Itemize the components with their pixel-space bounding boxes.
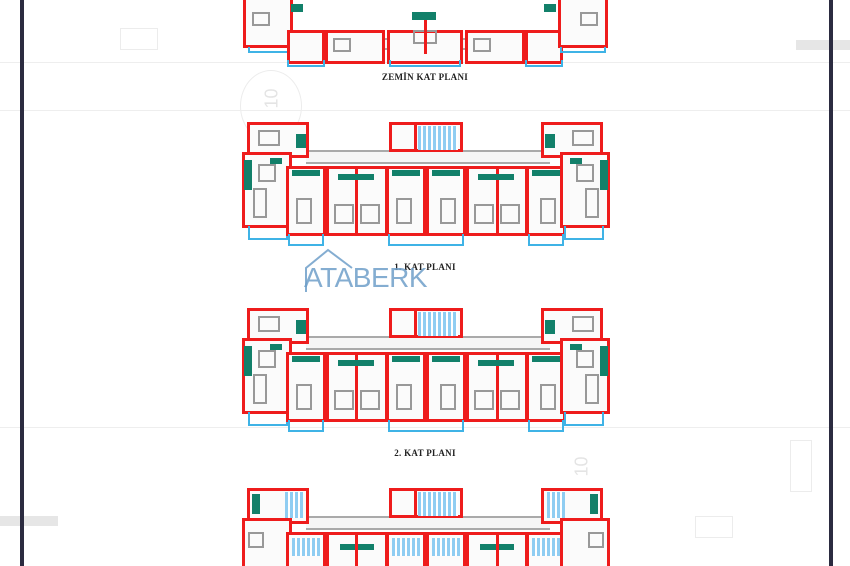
floor-plan-second <box>0 306 850 446</box>
dimension-label: 10 <box>571 456 592 477</box>
watermark-logo: ATABERK <box>302 246 442 296</box>
plan-label-first: 1. KAT PLANI <box>394 262 456 272</box>
plan-label-ground: ZEMİN KAT PLANI <box>381 72 469 82</box>
frame-left-border <box>20 0 24 566</box>
floor-plan-third <box>0 486 850 566</box>
dimension-label: 10 <box>261 88 282 109</box>
floor-plan-first <box>0 120 850 260</box>
house-roof-icon <box>305 248 353 292</box>
watermark-text: ATABERK <box>304 262 428 293</box>
frame-right-border <box>829 0 833 566</box>
plan-label-second: 2. KAT PLANI <box>394 448 456 458</box>
floor-plan-ground <box>0 0 850 70</box>
